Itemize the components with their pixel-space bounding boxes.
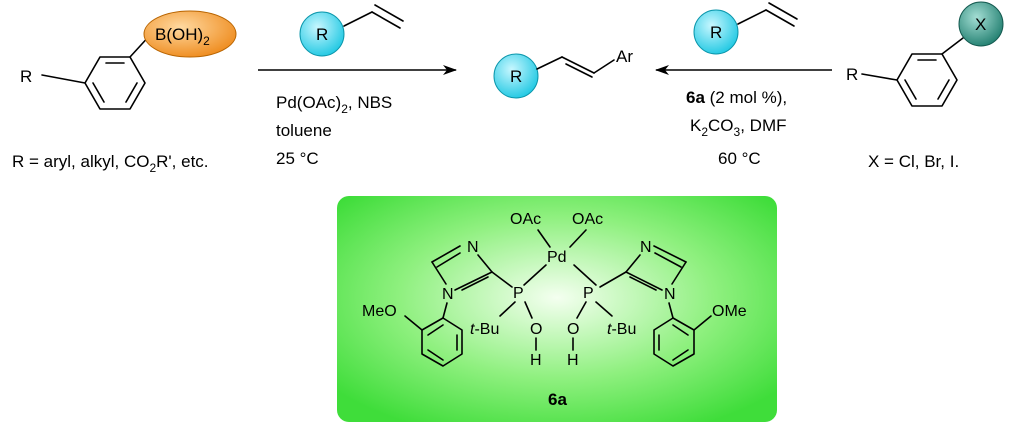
- svg-text:t-Bu: t-Bu: [607, 321, 636, 338]
- left-imidazole-ring: N N: [431, 239, 513, 319]
- svg-text:N: N: [664, 286, 676, 303]
- right-phosphorus-atom: P: [583, 285, 594, 302]
- palladium-atom: Pd: [547, 249, 567, 266]
- svg-text:OAc: OAc: [572, 211, 603, 228]
- svg-text:60 °C: 60 °C: [718, 149, 761, 168]
- right-imidazole-ring: N N: [599, 239, 687, 319]
- svg-text:N: N: [640, 239, 652, 256]
- svg-text:N: N: [442, 286, 454, 303]
- svg-text:X: X: [975, 15, 986, 34]
- svg-text:K2CO3, DMF: K2CO3, DMF: [690, 116, 787, 139]
- halide-badge: X: [958, 1, 1004, 47]
- catalyst-6a-panel: Pd OAc OAc P t-Bu O H P t-Bu O H N N: [337, 196, 777, 422]
- svg-text:Pd(OAc)2, NBS: Pd(OAc)2, NBS: [276, 93, 392, 116]
- svg-text:H: H: [530, 352, 542, 369]
- svg-text:25 °C: 25 °C: [276, 149, 319, 168]
- alkene-badge-label: R: [316, 25, 328, 44]
- arylboronic-acid: R B(OH)2 R = aryl, alkyl, CO2R', etc.: [12, 10, 237, 175]
- svg-text:N: N: [467, 239, 479, 256]
- aryl-halide: R X X = Cl, Br, I.: [846, 1, 1004, 171]
- svg-text:B(OH)2: B(OH)2: [155, 25, 210, 48]
- svg-text:OMe: OMe: [712, 303, 747, 320]
- svg-text:R: R: [710, 23, 722, 42]
- aryl-substituent-r: R: [20, 67, 32, 86]
- aryl-halide-substituent-r: R: [846, 65, 858, 84]
- left-conditions: Pd(OAc)2, NBS toluene 25 °C: [276, 93, 392, 168]
- product-badge-label: R: [510, 67, 522, 86]
- right-alkene: R: [693, 2, 798, 55]
- svg-text:OAc: OAc: [510, 211, 541, 228]
- right-conditions: 6a (2 mol %), K2CO3, DMF 60 °C: [686, 88, 787, 168]
- svg-text:O: O: [530, 321, 542, 338]
- halide-scope-note: X = Cl, Br, I.: [868, 152, 959, 171]
- catalyst-label: 6a: [548, 390, 567, 409]
- boronic-acid-scope-note: R = aryl, alkyl, CO2R', etc.: [12, 152, 209, 175]
- boron-group-label: B(OH): [155, 25, 203, 44]
- svg-text:MeO: MeO: [362, 303, 397, 320]
- svg-text:toluene: toluene: [276, 121, 332, 140]
- svg-text:H: H: [567, 352, 579, 369]
- left-alkene: R: [299, 4, 404, 57]
- svg-text:O: O: [567, 321, 579, 338]
- svg-text:6a (2 mol %),: 6a (2 mol %),: [686, 88, 787, 107]
- svg-text:t-Bu: t-Bu: [470, 321, 499, 338]
- product-aryl-label: Ar: [616, 47, 633, 66]
- right-methoxyphenyl-ring: OMe: [653, 303, 747, 367]
- left-phosphorus-atom: P: [513, 285, 524, 302]
- boronic-acid-badge: B(OH)2: [143, 10, 237, 58]
- left-methoxyphenyl-ring: MeO: [362, 303, 463, 367]
- stilbene-product: R Ar: [493, 47, 633, 99]
